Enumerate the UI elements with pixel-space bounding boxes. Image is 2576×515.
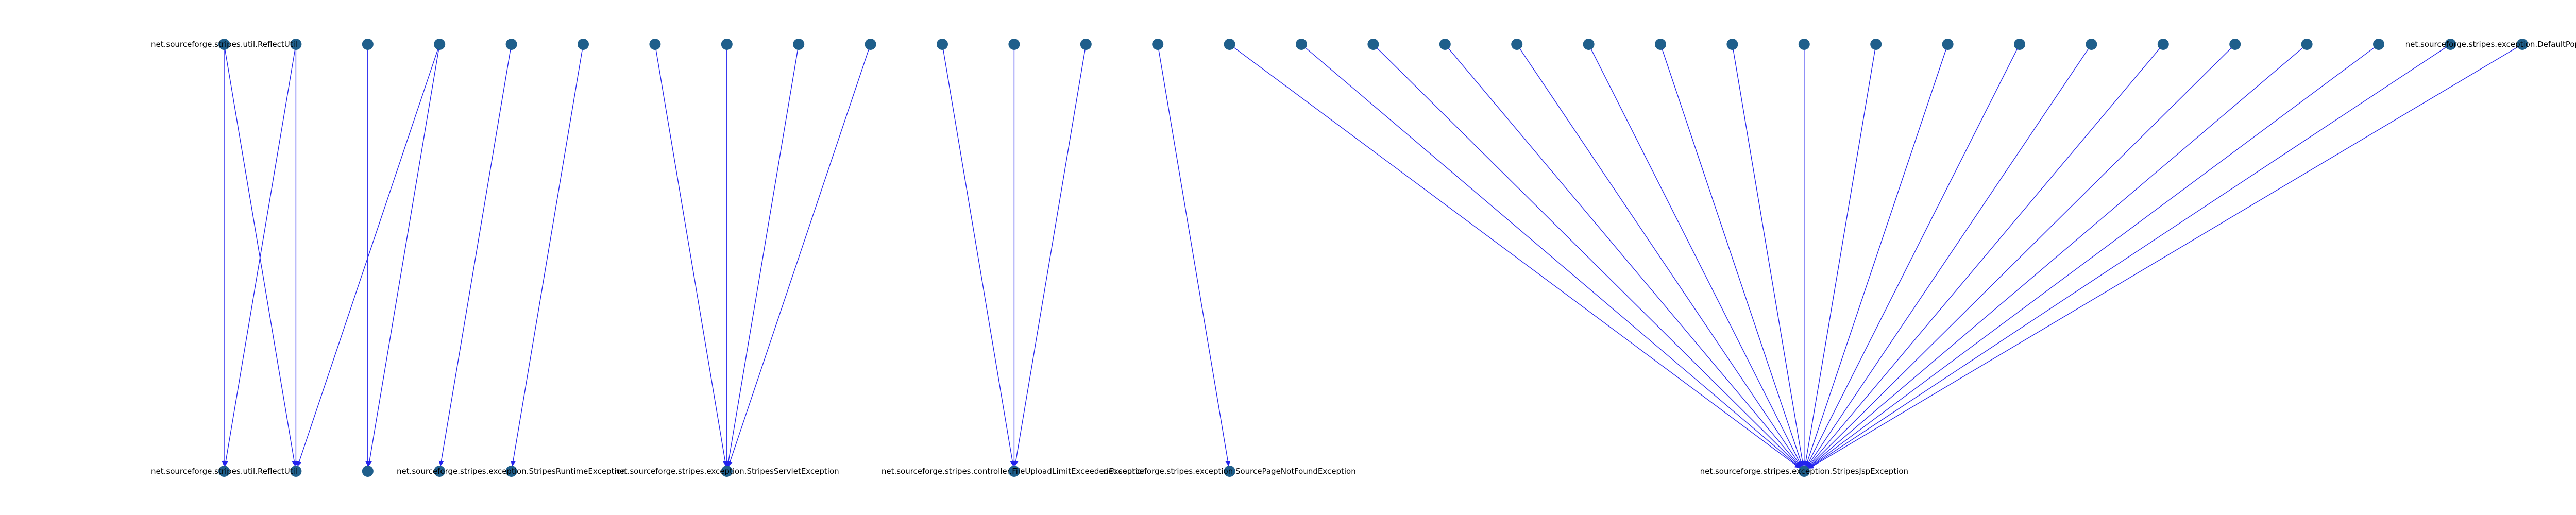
graph-node-s6[interactable] [578, 39, 589, 50]
node-label-t9: net.sourceforge.stripes.exception.Stripe… [1700, 467, 1908, 476]
graph-node-s2[interactable] [290, 39, 302, 50]
graph-node-s1[interactable] [218, 39, 230, 50]
graph-edge-s16-t9 [1301, 44, 1801, 468]
graph-node-s12[interactable] [1008, 39, 1020, 50]
graph-node-s23[interactable] [1798, 39, 1810, 50]
graph-edge-s22-t9 [1732, 44, 1805, 467]
graph-edge-s4-t2 [297, 44, 440, 467]
node-label-t8: net.sourceforge.stripes.exception.Source… [1103, 467, 1355, 476]
graph-edge-s27-t9 [1807, 44, 2092, 467]
graph-node-s31[interactable] [2373, 39, 2384, 50]
node-label-s33: net.sourceforge.stripes.exception.Defaul… [2405, 40, 2576, 49]
graph-edge-s31-t9 [1808, 44, 2379, 469]
graph-edge-s4-t3 [367, 44, 440, 467]
graph-edge-s5-t4 [438, 44, 512, 467]
graph-node-t6[interactable] [721, 466, 733, 477]
graph-edge-s33-t9 [1808, 44, 2523, 469]
label-layer: net.sourceforge.stripes.util.ReflectUtil… [151, 40, 2576, 476]
graph-node-s27[interactable] [2086, 39, 2097, 50]
graph-edge-s17-t9 [1372, 44, 1801, 468]
node-label-t1: net.sourceforge.stripes.util.ReflectUtil [151, 467, 297, 476]
graph-edge-s25-t9 [1805, 44, 1948, 467]
graph-node-s10[interactable] [865, 39, 876, 50]
graph-node-s26[interactable] [2014, 39, 2025, 50]
graph-edge-s19-t9 [1516, 44, 1802, 467]
graph-edge-s26-t9 [1806, 44, 2020, 467]
graph-node-s16[interactable] [1296, 39, 1307, 50]
graph-node-t1[interactable] [218, 466, 230, 477]
node-label-s1: net.sourceforge.stripes.util.ReflectUtil [151, 40, 297, 49]
graph-edge-s11-t7 [942, 44, 1015, 467]
graph-edge-s30-t9 [1808, 44, 2308, 468]
graph-node-s18[interactable] [1439, 39, 1451, 50]
graph-edge-s7-t6 [654, 44, 728, 467]
graph-node-s30[interactable] [2301, 39, 2313, 50]
graph-edge-s18-t9 [1445, 44, 1801, 468]
graph-node-s4[interactable] [434, 39, 446, 50]
graph-edge-s14-t8 [1157, 44, 1231, 467]
graph-node-s9[interactable] [793, 39, 805, 50]
graph-edge-s32-t9 [1808, 44, 2451, 469]
node-label-t5: net.sourceforge.stripes.exception.Stripe… [397, 467, 626, 476]
graph-node-s20[interactable] [1583, 39, 1595, 50]
graph-node-s25[interactable] [1942, 39, 1954, 50]
graph-node-s21[interactable] [1655, 39, 1666, 50]
graph-node-s7[interactable] [649, 39, 661, 50]
graph-node-s22[interactable] [1726, 39, 1738, 50]
graph-node-t7[interactable] [1008, 466, 1020, 477]
node-layer [218, 39, 2528, 477]
graph-node-t5[interactable] [505, 466, 517, 477]
graph-node-s17[interactable] [1367, 39, 1379, 50]
graph-edge-s29-t9 [1807, 44, 2235, 468]
graph-node-t9[interactable] [1798, 466, 1810, 477]
graph-node-t2[interactable] [290, 466, 302, 477]
graph-edge-s20-t9 [1588, 44, 1802, 467]
graph-edge-s24-t9 [1803, 44, 1876, 467]
graph-node-s13[interactable] [1080, 39, 1092, 50]
graph-node-s33[interactable] [2516, 39, 2528, 50]
graph-node-s28[interactable] [2157, 39, 2169, 50]
graph-node-s29[interactable] [2229, 39, 2241, 50]
graph-node-s19[interactable] [1511, 39, 1523, 50]
graph-node-t8[interactable] [1224, 466, 1235, 477]
graph-node-s8[interactable] [721, 39, 733, 50]
graph-node-s5[interactable] [505, 39, 517, 50]
graph-edge-s9-t6 [726, 44, 799, 467]
graph-edge-s1-t2 [224, 44, 297, 467]
edge-layer [222, 44, 2523, 469]
graph-edge-s13-t7 [1013, 44, 1087, 467]
graph-node-t3[interactable] [362, 466, 374, 477]
graph-edge-s10-t6 [727, 44, 871, 467]
node-label-t6: net.sourceforge.stripes.exception.Stripe… [615, 467, 839, 476]
node-label-t7: net.sourceforge.stripes.controller.FileU… [882, 467, 1147, 476]
graph-edge-s2-t1 [223, 44, 297, 467]
graph-node-s3[interactable] [362, 39, 374, 50]
graph-node-s15[interactable] [1224, 39, 1235, 50]
graph-edge-s15-t9 [1229, 44, 1800, 469]
graph-edge-s21-t9 [1660, 44, 1804, 467]
graph-node-s11[interactable] [937, 39, 948, 50]
graph-node-s24[interactable] [1870, 39, 1882, 50]
graph-edge-s28-t9 [1807, 44, 2164, 468]
graph-node-s32[interactable] [2445, 39, 2456, 50]
graph-node-s14[interactable] [1152, 39, 1164, 50]
graph-node-t4[interactable] [434, 466, 446, 477]
graph-edge-s6-t5 [511, 44, 584, 467]
